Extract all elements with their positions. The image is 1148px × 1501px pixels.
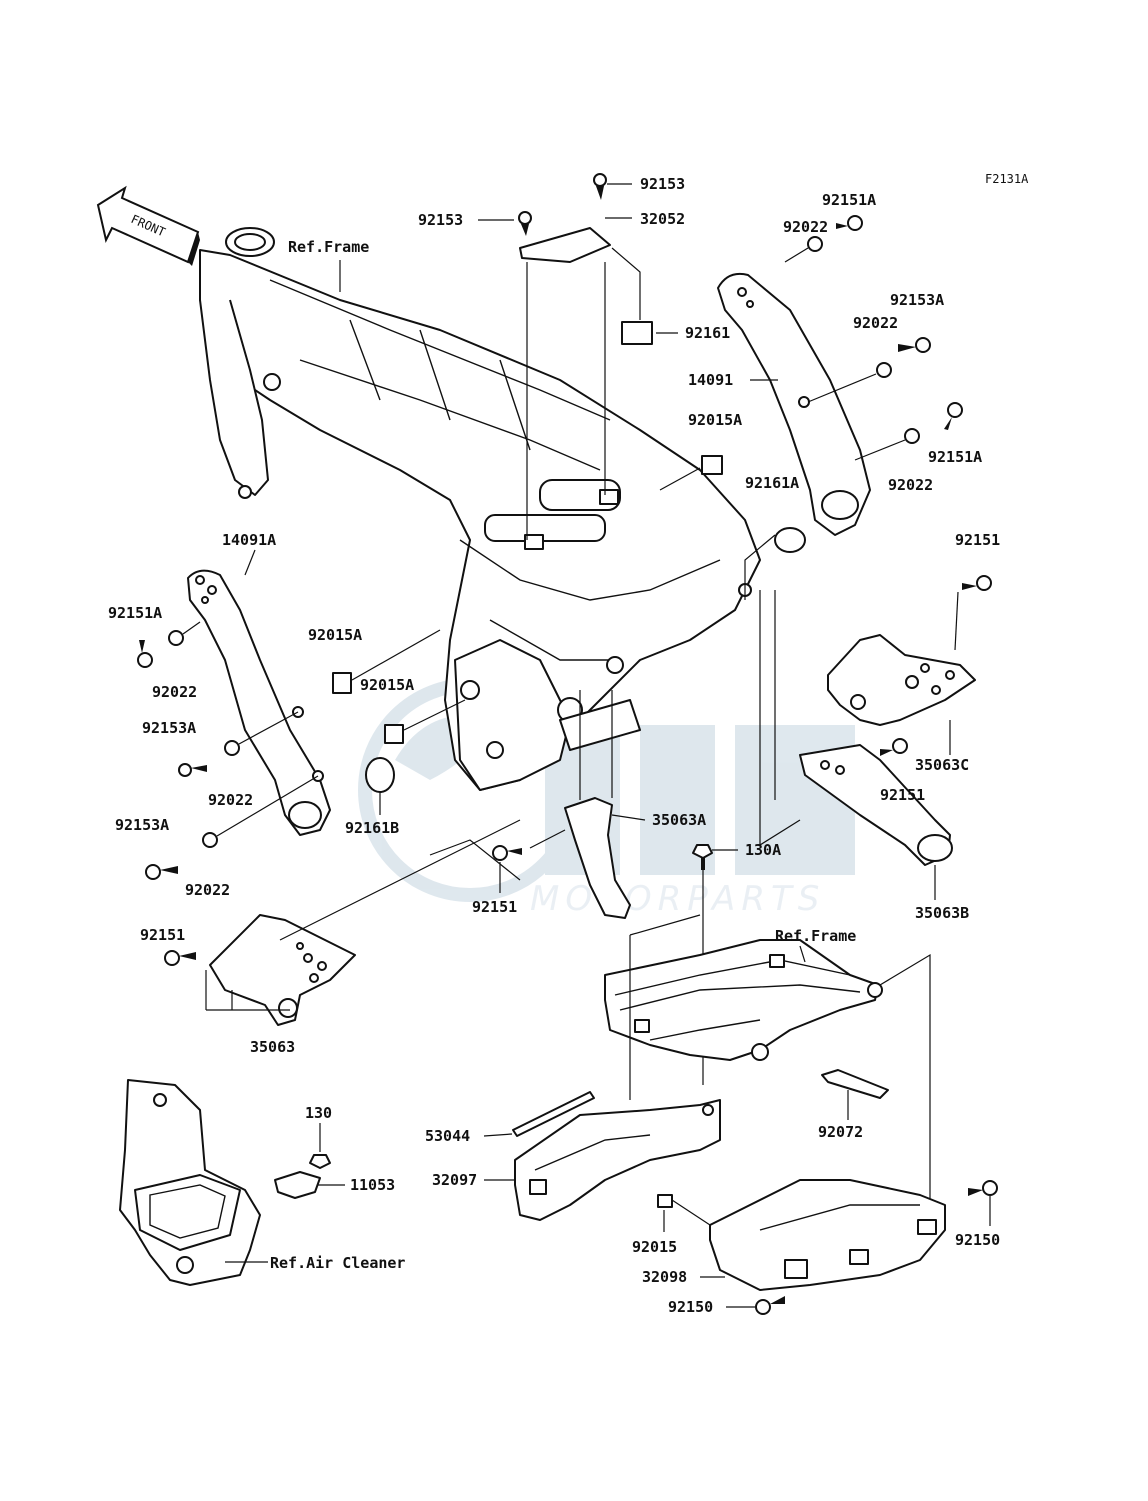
bolt-92150-bottom xyxy=(755,1296,785,1315)
bolt-92153a-left-low xyxy=(145,864,178,880)
washer-92022-top xyxy=(807,236,823,252)
label-92015a-left: 92015A xyxy=(308,626,362,644)
bolt-130 xyxy=(309,1154,331,1169)
label-92151-center: 92151 xyxy=(472,898,517,916)
label-53044: 53044 xyxy=(425,1127,470,1145)
label-92161a: 92161A xyxy=(745,474,799,492)
washer-92022-left-mid xyxy=(224,740,240,756)
label-32097: 32097 xyxy=(432,1171,477,1189)
label-35063a: 35063A xyxy=(652,811,706,829)
main-frame xyxy=(199,227,761,791)
pad-92161 xyxy=(621,321,653,345)
label-92022-top: 92022 xyxy=(783,218,828,236)
bolt-92151a-top xyxy=(836,215,863,231)
label-92072: 92072 xyxy=(818,1123,863,1141)
label-92153-top: 92153 xyxy=(640,175,685,193)
tray-32098 xyxy=(709,1179,946,1291)
label-32052: 32052 xyxy=(640,210,685,228)
collar-92161a xyxy=(774,527,806,553)
label-92151a-right: 92151A xyxy=(928,448,982,466)
bushing-92015a-top xyxy=(701,455,723,475)
label-92153a-left-mid: 92153A xyxy=(142,719,196,737)
bolt-92150-right xyxy=(968,1180,998,1196)
label-92150-bottom: 92150 xyxy=(668,1298,713,1316)
label-92015a-top: 92015A xyxy=(688,411,742,429)
label-92153-left: 92153 xyxy=(418,211,463,229)
label-14091a: 14091A xyxy=(222,531,276,549)
label-92022-left-mid: 92022 xyxy=(208,791,253,809)
label-92151-right-top: 92151 xyxy=(955,531,1000,549)
air-cleaner xyxy=(119,1079,261,1286)
bushing-92015a-left xyxy=(332,672,352,694)
label-92161b: 92161B xyxy=(345,819,399,837)
bracket-35063c xyxy=(827,634,976,726)
label-92151-left: 92151 xyxy=(140,926,185,944)
label-35063: 35063 xyxy=(250,1038,295,1056)
label-92022-right-low: 92022 xyxy=(888,476,933,494)
label-130: 130 xyxy=(305,1104,332,1122)
label-32098: 32098 xyxy=(642,1268,687,1286)
label-92151a-top: 92151A xyxy=(822,191,876,209)
bolt-92151-right-top xyxy=(962,575,992,591)
washer-92022-right-mid xyxy=(876,362,892,378)
clip-11053 xyxy=(274,1171,321,1199)
label-14091: 14091 xyxy=(688,371,733,389)
label-92151a-left: 92151A xyxy=(108,604,162,622)
bolt-92153a-left-mid xyxy=(178,763,207,777)
bushing-92015a-center xyxy=(384,724,404,744)
label-35063b: 35063B xyxy=(915,904,969,922)
label-11053: 11053 xyxy=(350,1176,395,1194)
bolt-130a xyxy=(692,844,713,870)
label-92022-right-mid: 92022 xyxy=(853,314,898,332)
front-arrow-icon: FRONT xyxy=(96,185,200,266)
label-92015a-center: 92015A xyxy=(360,676,414,694)
label-92151-right-mid: 92151 xyxy=(880,786,925,804)
ref-frame-top-label: Ref.Frame xyxy=(288,238,369,256)
bracket-32052 xyxy=(518,173,611,263)
ref-air-cleaner-label: Ref.Air Cleaner xyxy=(270,1254,405,1272)
bolt-92151-center xyxy=(492,845,522,861)
bolt-92151-right-mid xyxy=(880,738,908,756)
clip-92015 xyxy=(657,1194,673,1208)
label-92153a-left-low: 92153A xyxy=(115,816,169,834)
label-35063c: 35063C xyxy=(915,756,969,774)
label-92015: 92015 xyxy=(632,1238,677,1256)
bolt-92151-left xyxy=(164,950,196,966)
label-92022-left-low: 92022 xyxy=(185,881,230,899)
ref-frame-bottom-label: Ref.Frame xyxy=(775,927,856,945)
label-130a: 130A xyxy=(745,841,781,859)
collar-92161b xyxy=(365,757,395,793)
bracket-35063b xyxy=(799,744,953,866)
bracket-35063a xyxy=(564,797,631,919)
bolt-92151a-right xyxy=(944,402,963,430)
washer-92022-left-top xyxy=(168,630,184,646)
bolt-92153a-right xyxy=(898,337,931,353)
diagram-code: F2131A xyxy=(985,172,1029,186)
strap-92072 xyxy=(821,1069,889,1099)
rear-frame xyxy=(604,939,883,1061)
label-92022-left-top: 92022 xyxy=(152,683,197,701)
watermark-text: MOTORPARTS xyxy=(530,879,825,919)
label-92161: 92161 xyxy=(685,324,730,342)
bracket-35063 xyxy=(209,914,356,1026)
washer-92022-right-low xyxy=(904,428,920,444)
rod-53044 xyxy=(512,1091,595,1137)
washer-92022-left-low xyxy=(202,832,218,848)
arm-14091 xyxy=(717,272,871,536)
bolt-92151a-left xyxy=(137,640,153,668)
tray-32097 xyxy=(514,1099,721,1221)
label-92150-right: 92150 xyxy=(955,1231,1000,1249)
label-92153a-right: 92153A xyxy=(890,291,944,309)
